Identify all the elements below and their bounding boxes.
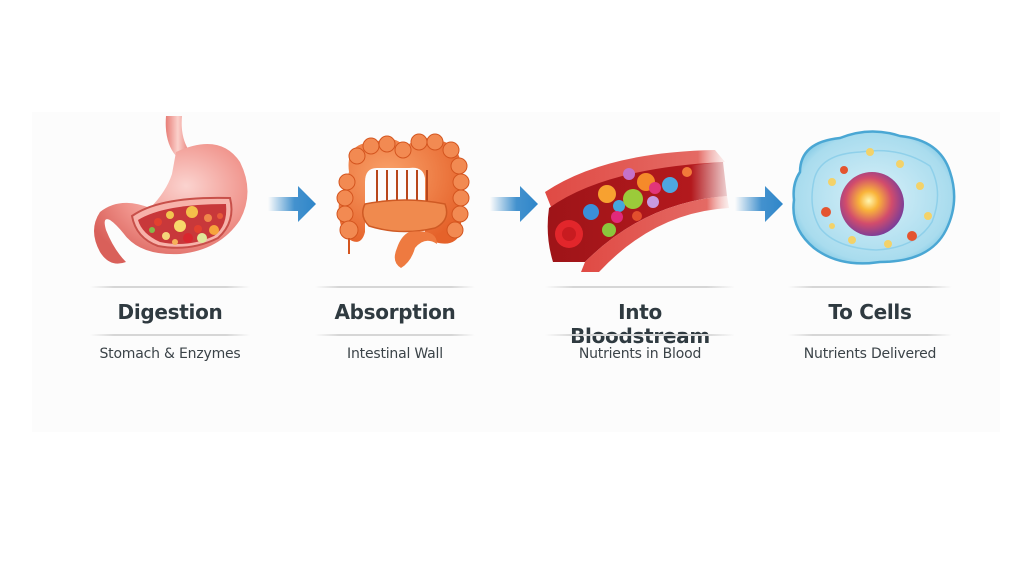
arrow-right-icon (490, 186, 538, 222)
stage-title: Absorption (334, 300, 456, 324)
divider-line (90, 286, 250, 288)
stage-subtitle: Stomach & Enzymes (99, 346, 241, 362)
stage-subtitle: Intestinal Wall (347, 346, 443, 362)
stage-title: Digestion (117, 300, 223, 324)
stage-title: Into Bloodstream (570, 300, 710, 348)
divider-line (545, 286, 735, 288)
cell-icon (792, 130, 956, 265)
divider-line (90, 334, 250, 336)
divider-line (788, 334, 952, 336)
arrow-right-icon (268, 186, 316, 222)
stage-subtitle: Nutrients Delivered (803, 346, 937, 362)
divider-line (315, 286, 475, 288)
stage-subtitle: Nutrients in Blood (578, 346, 702, 362)
divider-line (315, 334, 475, 336)
divider-line (545, 334, 735, 336)
blood-vessel-icon (545, 150, 729, 272)
intestine-icon (336, 133, 470, 268)
divider-line (788, 286, 952, 288)
stage-title: To Cells (828, 300, 912, 324)
stomach-icon (94, 116, 248, 264)
arrow-right-icon (735, 186, 783, 222)
